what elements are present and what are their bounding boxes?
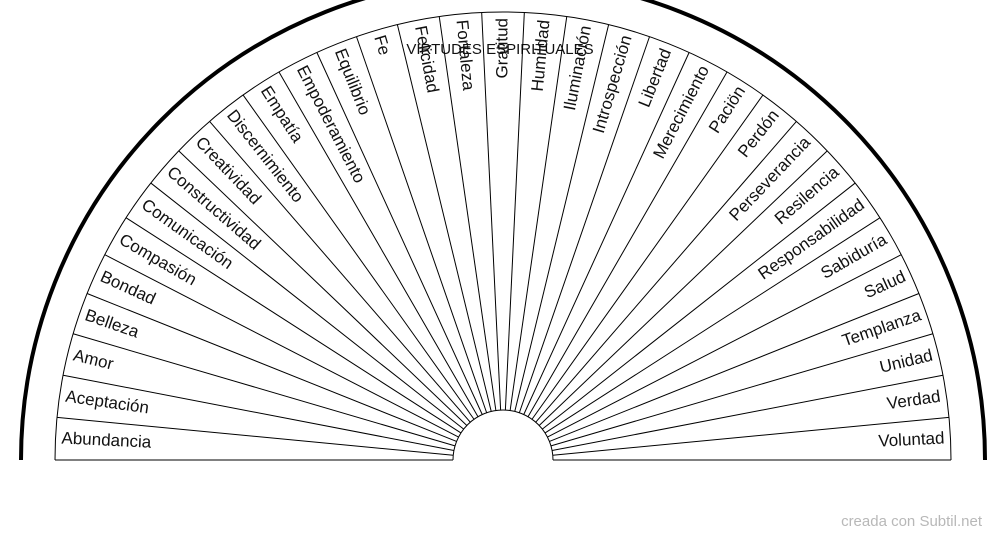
sector-label: Equilibrio bbox=[331, 46, 375, 118]
footer-credit: creada con Subtil.net bbox=[841, 513, 982, 530]
sector-divider bbox=[104, 254, 459, 438]
sector-divider bbox=[547, 254, 902, 438]
sector-divider bbox=[242, 94, 475, 420]
hub-arc bbox=[452, 409, 554, 461]
sector-divider bbox=[535, 121, 797, 423]
sector-divider bbox=[209, 121, 471, 423]
sector-label: Introspección bbox=[589, 33, 636, 135]
sector-divider bbox=[438, 16, 497, 411]
sector-label: Aceptación bbox=[64, 387, 150, 418]
sector-divider bbox=[504, 12, 525, 411]
inner-ring-arc bbox=[54, 11, 952, 461]
sector-divider bbox=[56, 416, 454, 456]
sector-label: Amor bbox=[71, 346, 115, 374]
sector-label: Responsabilidad bbox=[755, 195, 868, 283]
sector-label: Perdón bbox=[734, 106, 783, 161]
sector-label: Bondad bbox=[97, 267, 158, 309]
sector-label: Voluntad bbox=[878, 428, 945, 450]
sector-divider bbox=[63, 374, 454, 452]
sector-divider bbox=[523, 52, 690, 415]
sector-divider bbox=[86, 293, 457, 442]
sector-divider bbox=[514, 24, 610, 412]
sector-divider bbox=[178, 150, 468, 426]
sector-divider bbox=[125, 217, 462, 434]
sector-divider bbox=[550, 333, 933, 447]
sector-label: Humildad bbox=[528, 19, 554, 92]
sector-divider bbox=[316, 52, 483, 415]
chart-title: VIRTUDES ESPIRITUALES bbox=[406, 41, 593, 58]
sector-divider bbox=[73, 333, 456, 447]
sector-divider bbox=[150, 182, 465, 430]
sector-label: Fortaleza bbox=[453, 19, 479, 92]
sector-divider bbox=[552, 416, 950, 456]
sector-label: Gratitud bbox=[492, 18, 511, 78]
sector-divider bbox=[544, 217, 881, 434]
sector-divider bbox=[518, 36, 650, 413]
sector-label: Fe bbox=[370, 33, 394, 57]
sector-label: Libertad bbox=[635, 46, 675, 110]
sector-divider bbox=[278, 71, 479, 417]
sector-label: Belleza bbox=[83, 305, 142, 341]
sector-label: Felicidad bbox=[411, 24, 443, 94]
sector-divider bbox=[356, 36, 488, 413]
sector-divider bbox=[481, 12, 502, 411]
sector-label: Paciön bbox=[705, 82, 749, 136]
sector-divider bbox=[538, 150, 828, 426]
sector-label: Iluminación bbox=[560, 24, 595, 112]
sector-label: Unidad bbox=[878, 346, 935, 377]
sector-label: Templanza bbox=[840, 305, 924, 350]
sector-label: Verdad bbox=[886, 387, 942, 413]
sector-divider bbox=[509, 16, 568, 411]
sector-divider bbox=[549, 293, 920, 442]
outer-arc bbox=[19, 0, 987, 461]
sector-divider bbox=[552, 374, 943, 452]
sector-divider bbox=[531, 94, 764, 420]
sector-divider bbox=[541, 182, 856, 430]
sector-divider bbox=[396, 24, 492, 412]
sector-label: Abundancia bbox=[61, 428, 152, 451]
sector-divider bbox=[527, 71, 728, 417]
sector-label: Empatía bbox=[257, 82, 308, 146]
